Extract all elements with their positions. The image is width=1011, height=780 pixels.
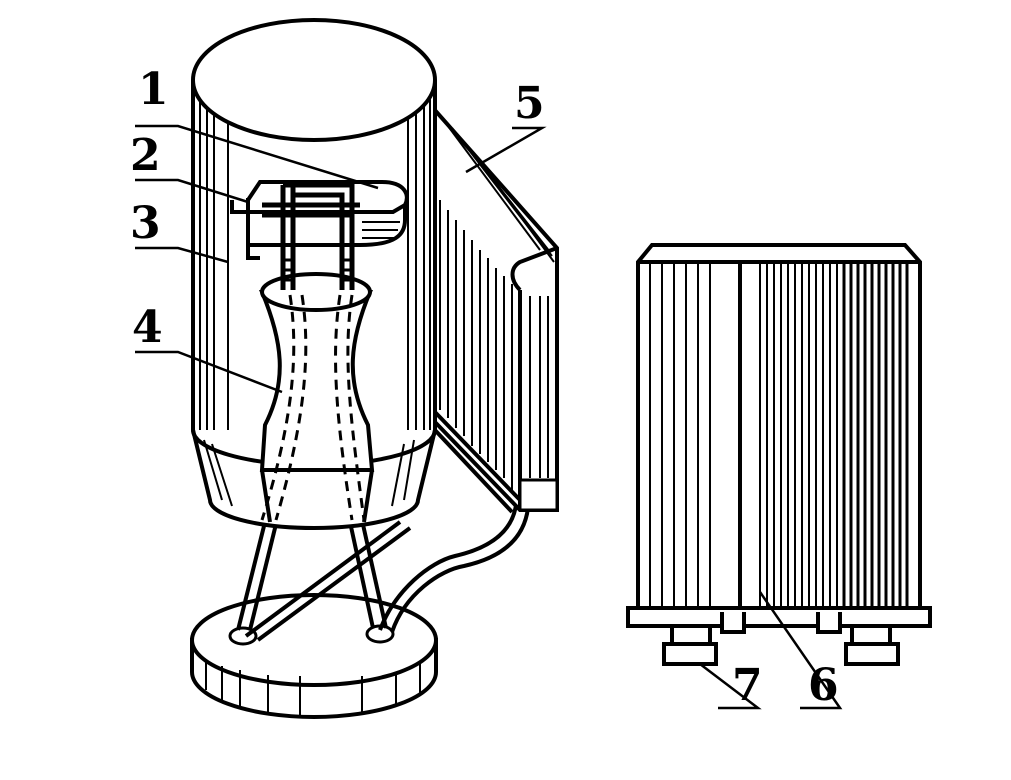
finned-housing bbox=[626, 243, 932, 666]
label-1: 1 bbox=[138, 64, 169, 115]
top-heater-block bbox=[230, 180, 409, 290]
heat-sink-panel bbox=[431, 102, 559, 514]
label-5: 5 bbox=[514, 78, 545, 129]
tapered-core bbox=[259, 272, 375, 523]
label-6: 6 bbox=[808, 660, 839, 711]
connecting-cable bbox=[378, 504, 530, 633]
label-3: 3 bbox=[130, 198, 161, 249]
label-2: 2 bbox=[130, 130, 161, 181]
label-7: 7 bbox=[732, 660, 763, 711]
main-cylinder bbox=[191, 18, 437, 530]
leader-lines bbox=[135, 124, 843, 710]
support-rods bbox=[236, 519, 412, 642]
label-4: 4 bbox=[132, 302, 163, 353]
